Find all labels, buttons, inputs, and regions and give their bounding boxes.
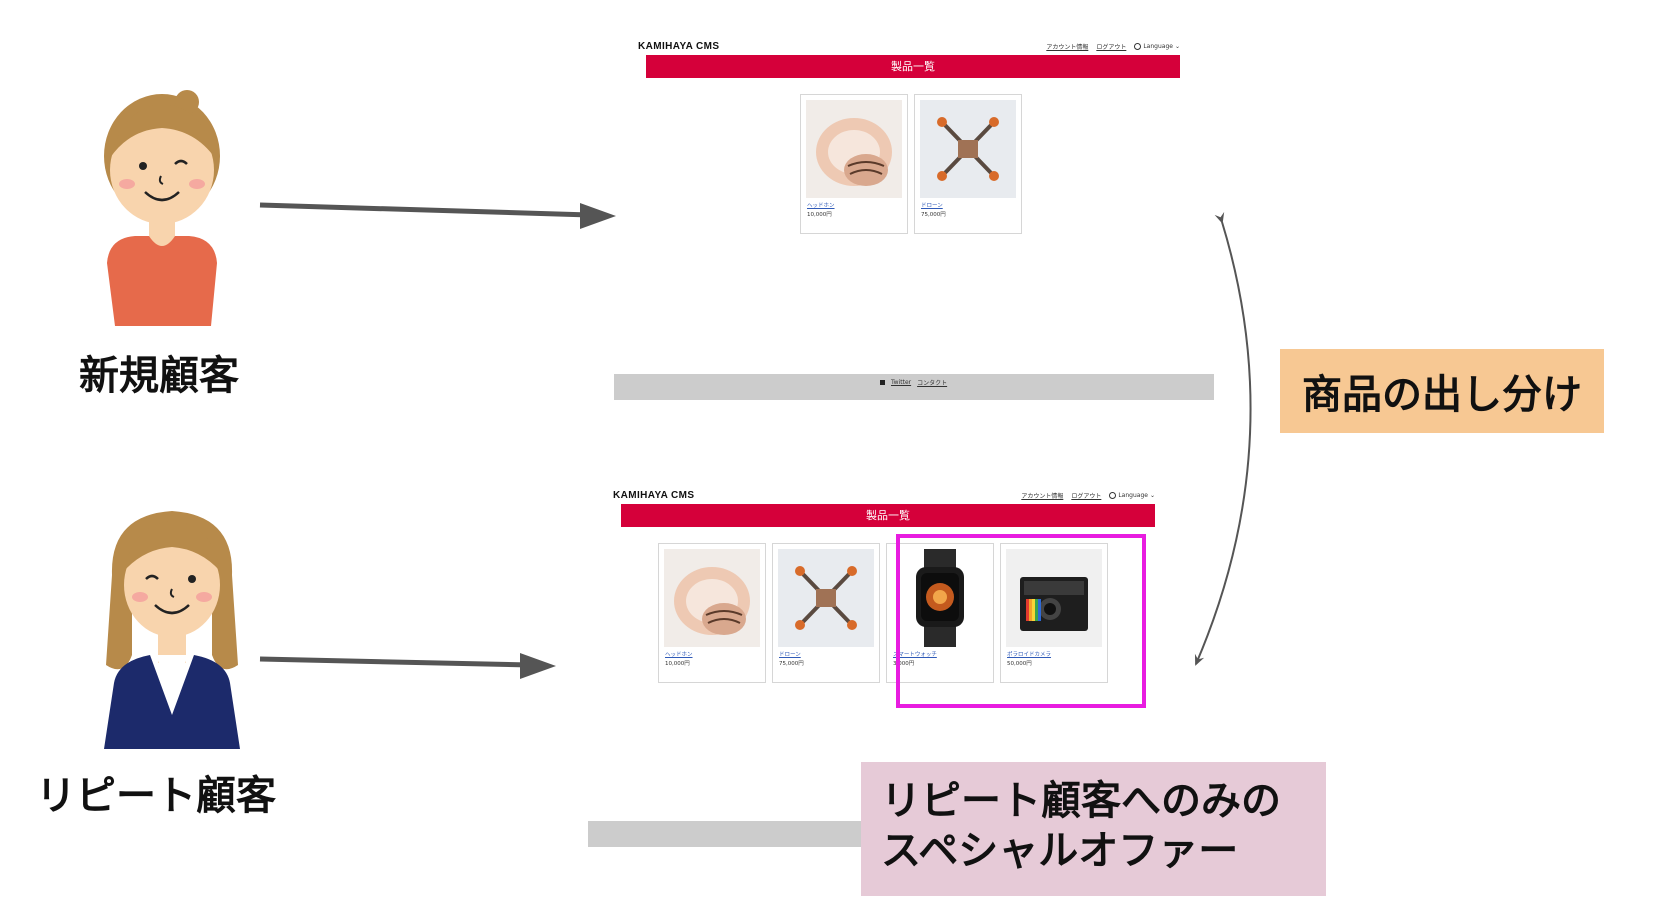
woman-illustration-icon (104, 90, 220, 326)
product-card[interactable]: ヘッドホン 10,000円 (800, 94, 908, 234)
site-nav: アカウント情報 ログアウト Language ⌄ (1046, 42, 1180, 51)
product-name-link[interactable]: ドローン (921, 203, 943, 209)
language-selector[interactable]: Language ⌄ (1109, 492, 1155, 499)
footer-twitter-link[interactable]: Twitter (891, 379, 912, 386)
site-footer (614, 374, 1214, 400)
persona-new-label: 新規顧客 (79, 353, 239, 399)
site-footer (588, 821, 868, 847)
site-header: KAMIHAYA CMS アカウント情報 ログアウト Language ⌄ 製品… (638, 41, 1206, 78)
arrow-new-to-site (259, 202, 616, 229)
product-price: 10,000円 (807, 212, 832, 218)
persona-new-customer (95, 88, 230, 328)
site-nav: アカウント情報 ログアウト Language ⌄ (1021, 491, 1155, 500)
persona-repeat-label: リピート顧客 (36, 773, 276, 819)
polaroid-camera-image (1006, 549, 1102, 647)
site-view-repeat-customer: KAMIHAYA CMS アカウント情報 ログアウト Language ⌄ 製品… (613, 490, 1181, 683)
product-list-banner: 製品一覧 (646, 55, 1180, 78)
callout-special-offer: リピート顧客へのみの スペシャルオファー (861, 762, 1326, 896)
persona-repeat-customer (100, 505, 245, 750)
footer-links: Twitter コンタクト (880, 378, 947, 387)
nav-logout-link[interactable]: ログアウト (1071, 493, 1102, 500)
site-view-new-customer: KAMIHAYA CMS アカウント情報 ログアウト Language ⌄ 製品… (638, 41, 1206, 234)
product-price: 3,000円 (893, 661, 915, 667)
product-card[interactable]: スマートウォッチ 3,000円 (886, 543, 994, 683)
curved-switch-arrow (1194, 211, 1252, 666)
product-price: 50,000円 (1007, 661, 1032, 667)
footer-contact-link[interactable]: コンタクト (917, 380, 948, 387)
product-price: 75,000円 (921, 212, 946, 218)
twitter-icon (880, 380, 885, 385)
language-label: Language (1118, 492, 1148, 499)
businesswoman-illustration-icon (104, 511, 240, 749)
nav-account-link[interactable]: アカウント情報 (1046, 44, 1089, 51)
product-name-link[interactable]: ヘッドホン (807, 203, 835, 209)
callout-special-offer-line1: リピート顧客へのみの (881, 778, 1281, 824)
chevron-down-icon: ⌄ (1174, 43, 1180, 50)
product-name-link[interactable]: ポラロイドカメラ (1007, 652, 1052, 658)
drone-image (778, 549, 874, 647)
site-header: KAMIHAYA CMS アカウント情報 ログアウト Language ⌄ 製品… (613, 490, 1181, 527)
product-name-link[interactable]: スマートウォッチ (893, 652, 937, 658)
product-price: 10,000円 (665, 661, 690, 667)
product-name-link[interactable]: ヘッドホン (665, 652, 693, 658)
product-price: 75,000円 (779, 661, 804, 667)
headphones-image (664, 549, 760, 647)
product-grid: ヘッドホン 10,000円 ドローン 75,000円 (658, 543, 1108, 683)
product-grid: ヘッドホン 10,000円 ドローン 75,000円 (800, 94, 1022, 234)
arrow-repeat-to-site (259, 653, 556, 679)
globe-icon (1134, 43, 1142, 50)
product-list-banner: 製品一覧 (621, 504, 1155, 527)
product-card[interactable]: ドローン 75,000円 (772, 543, 880, 683)
language-selector[interactable]: Language ⌄ (1134, 43, 1180, 50)
product-card[interactable]: ポラロイドカメラ 50,000円 (1000, 543, 1108, 683)
product-name-link[interactable]: ドローン (779, 652, 801, 658)
smartwatch-image (892, 549, 988, 647)
chevron-down-icon: ⌄ (1149, 492, 1155, 499)
globe-icon (1109, 492, 1117, 499)
drone-image (920, 100, 1016, 198)
product-card[interactable]: ドローン 75,000円 (914, 94, 1022, 234)
language-label: Language (1143, 43, 1173, 50)
nav-account-link[interactable]: アカウント情報 (1021, 493, 1064, 500)
site-logo: KAMIHAYA CMS (613, 490, 695, 501)
callout-special-offer-line2: スペシャルオファー (881, 828, 1239, 874)
nav-logout-link[interactable]: ログアウト (1096, 44, 1127, 51)
headphones-image (806, 100, 902, 198)
callout-product-switching: 商品の出し分け (1280, 349, 1604, 433)
special-offer-highlight (896, 534, 1146, 708)
product-card[interactable]: ヘッドホン 10,000円 (658, 543, 766, 683)
site-logo: KAMIHAYA CMS (638, 41, 720, 52)
